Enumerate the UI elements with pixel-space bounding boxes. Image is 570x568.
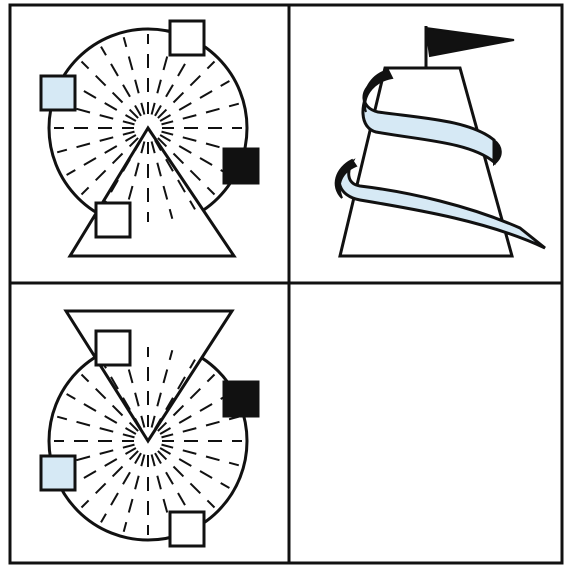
marker-white-top: [96, 331, 130, 365]
marker-white-bottom: [170, 512, 204, 546]
marker-dark-right: [224, 149, 258, 183]
answer-area: [292, 286, 560, 561]
marker-white-top: [170, 21, 204, 55]
marker-white-bottom: [96, 203, 130, 237]
marker-light-blue-left: [41, 456, 75, 490]
cell-bottom-right-empty: [292, 286, 560, 561]
marker-light-blue-left: [41, 76, 75, 110]
marker-dark-right: [224, 382, 258, 416]
